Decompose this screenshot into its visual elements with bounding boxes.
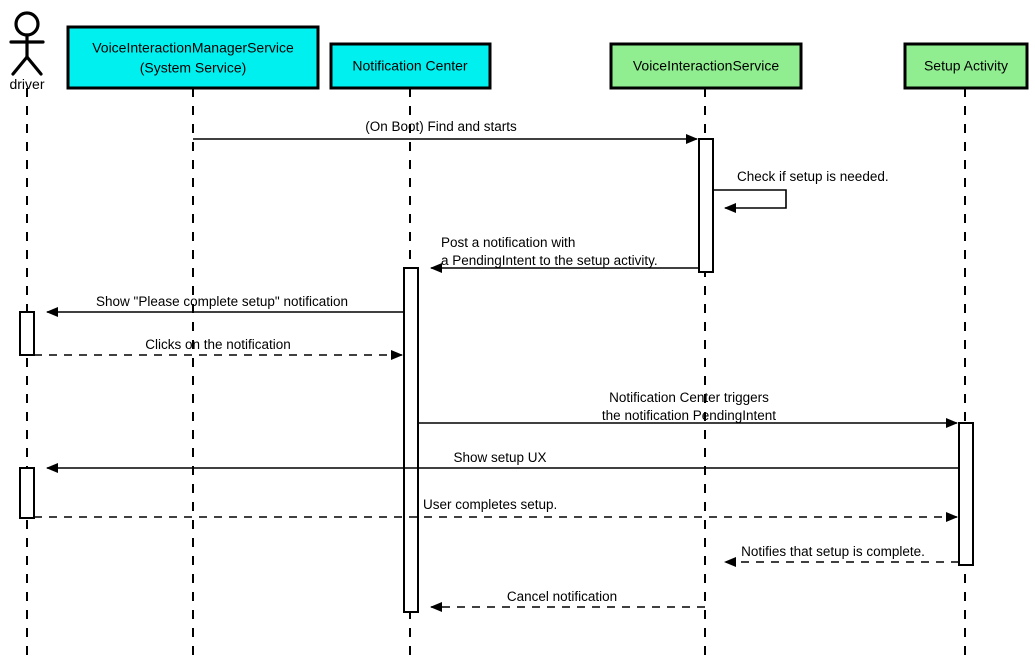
message-cancel-notification[interactable]: Cancel notification xyxy=(430,589,705,612)
message-label: Cancel notification xyxy=(507,589,617,604)
message-post-a-notification[interactable]: Post a notification with a PendingIntent… xyxy=(430,235,699,273)
activation-bar-driver-1 xyxy=(19,311,35,356)
activation-bar-notification-center-1 xyxy=(403,267,419,613)
message-label: Show "Please complete setup" notificatio… xyxy=(96,294,348,309)
participant-box-voiceinteractionmanagerservice[interactable]: VoiceInteractionManagerService (System S… xyxy=(66,25,320,90)
message-label-line2: the notification PendingIntent xyxy=(602,408,776,423)
participant-rect xyxy=(903,42,1029,90)
participant-label-line1: VoiceInteractionManagerService xyxy=(92,40,294,56)
message-label: Check if setup is needed. xyxy=(737,169,889,184)
activation-bar-setup-activity-1 xyxy=(958,422,974,566)
participant-box-setup-activity[interactable]: Setup Activity xyxy=(903,42,1029,90)
message-label-line2: a PendingIntent to the setup activity. xyxy=(441,253,658,268)
message-label: Notifies that setup is complete. xyxy=(741,544,925,559)
message-label: (On Boot) Find and starts xyxy=(365,119,517,134)
message-clicks-on-the-notification[interactable]: Clicks on the notification xyxy=(34,337,403,360)
actor-head-icon xyxy=(14,11,40,37)
message-label: Show setup UX xyxy=(453,450,546,465)
participant-actor-driver[interactable]: driver xyxy=(9,11,45,92)
message-on-boot-find-and-starts[interactable]: (On Boot) Find and starts xyxy=(193,119,698,144)
participant-box-notification-center[interactable]: Notification Center xyxy=(329,42,492,90)
participant-rect xyxy=(329,42,492,90)
participant-box-voiceinteractionservice[interactable]: VoiceInteractionService xyxy=(609,42,803,90)
message-check-if-setup-is-needed[interactable]: Check if setup is needed. xyxy=(713,169,889,213)
actor-leg-right-icon xyxy=(25,55,43,76)
activation-bar-voiceinteractionservice-1 xyxy=(698,138,714,273)
participant-label-line1: VoiceInteractionService xyxy=(633,58,780,74)
message-label: User completes setup. xyxy=(423,497,557,512)
activation-bars-group xyxy=(19,138,974,613)
activation-bar-driver-2 xyxy=(19,467,35,519)
participant-label-line2: (System Service) xyxy=(140,60,247,76)
message-label-line1: Post a notification with xyxy=(441,235,575,250)
message-self-loop-path xyxy=(713,189,787,213)
actor-label-driver: driver xyxy=(9,76,44,92)
message-notifies-that-setup-is-complete[interactable]: Notifies that setup is complete. xyxy=(724,544,959,567)
participant-rect xyxy=(609,42,803,90)
participant-rect xyxy=(66,25,320,90)
participant-label-line1: Notification Center xyxy=(352,58,468,74)
participant-label-line1: Setup Activity xyxy=(924,58,1008,74)
message-label: Clicks on the notification xyxy=(145,337,291,352)
message-label-line1: Notification Center triggers xyxy=(609,390,769,405)
actor-leg-left-icon xyxy=(11,55,29,76)
message-notification-center-triggers-pendingintent[interactable]: Notification Center triggers the notific… xyxy=(418,390,958,428)
message-user-completes-setup[interactable]: User completes setup. xyxy=(34,497,958,522)
message-show-please-complete-setup-notification[interactable]: Show "Please complete setup" notificatio… xyxy=(46,294,404,317)
message-show-setup-ux[interactable]: Show setup UX xyxy=(46,450,959,473)
